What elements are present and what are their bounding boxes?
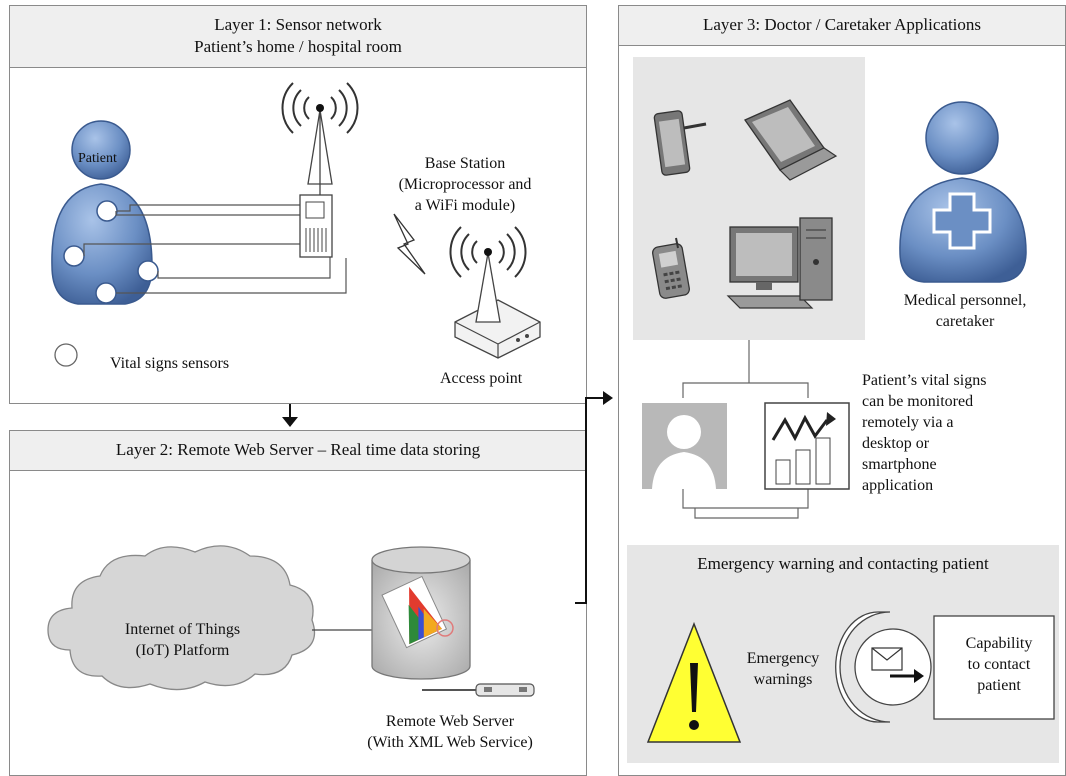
emergency-panel-title: Emergency warning and contacting patient	[697, 554, 989, 573]
tablet-icon	[653, 110, 707, 176]
emergency-warnings-line2: warnings	[753, 671, 813, 688]
monitoring-line: remotely via a	[862, 414, 954, 431]
medical-personnel-label: Medical personnel, caretaker	[880, 290, 1050, 332]
access-point-label: Access point	[440, 370, 523, 387]
layer2-title: Layer 2: Remote Web Server – Real time d…	[115, 440, 481, 459]
wireless-link-icon	[393, 213, 426, 275]
iot-cloud-label: Internet of Things (IoT) Platform	[100, 619, 265, 661]
emergency-warnings-line1: Emergency	[746, 650, 820, 667]
base-station-title: Base Station	[424, 155, 506, 172]
contact-patient-line3: patient	[977, 677, 1021, 694]
arrow-layer1-to-layer2	[282, 404, 298, 427]
devices-to-apps-connector	[682, 340, 809, 519]
sensor-icons	[63, 200, 159, 304]
sensor-wires	[83, 204, 347, 294]
remote-web-server-label: Remote Web Server (With XML Web Service)	[340, 711, 560, 753]
patient-profile-icon	[642, 403, 727, 489]
warning-icon	[646, 621, 742, 743]
iot-cloud-icon	[47, 545, 316, 691]
base-station-label: Base Station (Microprocessor and a WiFi …	[380, 153, 550, 216]
remote-web-server-line2: (With XML Web Service)	[367, 734, 533, 751]
layer1-title: Layer 1: Sensor network	[214, 15, 382, 34]
contact-patient-line2: to contact	[967, 656, 1031, 673]
arrow-layer2-to-layer3	[575, 391, 613, 604]
medical-personnel-icon	[899, 101, 1027, 283]
iot-cloud-line1: Internet of Things	[124, 621, 241, 638]
layer3-title: Layer 3: Doctor / Caretaker Applications	[702, 15, 982, 34]
layer1-header: Layer 1: Sensor network Patient’s home /…	[10, 6, 586, 68]
mobile-phone-icon	[652, 237, 690, 299]
monitoring-line: application	[862, 477, 934, 494]
access-point-icon	[449, 226, 541, 359]
contact-patient-label: Capability to contact patient	[944, 633, 1054, 696]
layer3-header: Layer 3: Doctor / Caretaker Applications	[619, 6, 1065, 46]
monitoring-description: Patient’s vital signs can be monitored r…	[862, 370, 1062, 496]
base-station-device	[299, 194, 333, 258]
layer1-subtitle: Patient’s home / hospital room	[194, 37, 402, 56]
database-server-icon	[371, 546, 471, 680]
laptop-icon	[744, 99, 838, 181]
contact-patient-icon	[835, 611, 1055, 723]
monitoring-line: can be monitored	[862, 393, 974, 410]
vital-signs-chart-icon	[764, 402, 850, 490]
medical-personnel-line2: caretaker	[935, 313, 995, 330]
base-station-desc-line2: a WiFi module)	[414, 197, 516, 214]
iot-cloud-line2: (IoT) Platform	[135, 642, 230, 659]
emergency-warnings-label: Emergency warnings	[728, 648, 838, 690]
remote-web-server-line1: Remote Web Server	[385, 713, 515, 730]
base-station-desc-line1: (Microprocessor and	[398, 176, 532, 193]
desktop-computer-icon	[726, 217, 833, 309]
patient-label: Patient	[78, 151, 117, 166]
contact-patient-line1: Capability	[965, 635, 1033, 652]
server-device-icon	[422, 683, 535, 697]
layer2-header: Layer 2: Remote Web Server – Real time d…	[10, 431, 586, 471]
monitoring-line: desktop or	[862, 435, 930, 452]
monitoring-line: smartphone	[862, 456, 937, 473]
sensor-legend-icon	[54, 343, 78, 367]
medical-personnel-line1: Medical personnel,	[903, 292, 1027, 309]
base-station-antenna-icon	[281, 82, 359, 195]
monitoring-line: Patient’s vital signs	[862, 372, 987, 389]
vital-signs-legend-label: Vital signs sensors	[110, 355, 230, 372]
